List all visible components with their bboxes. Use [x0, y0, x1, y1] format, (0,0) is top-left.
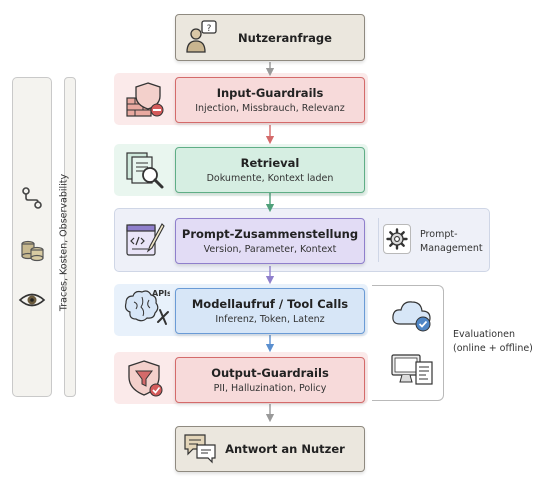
step-prompt-sub: Version, Parameter, Kontext: [203, 243, 337, 255]
evaluations-line2: (online + offline): [453, 343, 533, 354]
brain-api-icon: APIs: [124, 289, 170, 325]
coins-icon: [21, 240, 44, 262]
observability-divider: [64, 77, 76, 397]
observability-label: Traces, Kosten, Observability: [58, 173, 70, 312]
document-search-icon: [126, 152, 164, 189]
step-output-guardrails-title: Output-Guardrails: [211, 365, 329, 380]
step-prompt-title: Prompt-Zusammenstellung: [181, 226, 359, 241]
step-output-guardrails-sub: PII, Halluzination, Policy: [213, 382, 327, 394]
step-request-title: Nutzeranfrage: [238, 30, 332, 45]
prompt-management-line2: Management: [420, 243, 483, 254]
apis-label: APIs: [152, 289, 170, 298]
evaluations-label: Evaluationen (online + offline): [453, 328, 533, 356]
cloud-check-icon: [392, 301, 431, 332]
step-input-guardrails-sub: Injection, Missbrauch, Relevanz: [195, 102, 345, 114]
shield-filter-icon: [128, 360, 163, 397]
step-model-title: Modellaufruf / Tool Calls: [191, 296, 349, 311]
prompt-management-line1: Prompt-: [420, 229, 458, 240]
flow-arrows: [265, 62, 275, 423]
svg-text:?: ?: [207, 24, 212, 34]
step-answer-title: Antwort an Nutzer: [225, 442, 345, 456]
step-retrieval-title: Retrieval: [240, 155, 300, 170]
step-prompt: Prompt-Zusammenstellung Version, Paramet…: [175, 218, 365, 264]
prompt-management-label: Prompt- Management: [420, 228, 483, 256]
chat-bubbles-icon: [184, 434, 216, 464]
evaluations-line1: Evaluationen: [453, 329, 515, 340]
flow-icon: [22, 187, 42, 209]
step-retrieval: Retrieval Dokumente, Kontext laden: [175, 147, 365, 193]
step-input-guardrails: Input-Guardrails Injection, Missbrauch, …: [175, 77, 365, 123]
step-model-sub: Inferenz, Token, Latenz: [215, 313, 325, 325]
prompt-management-divider: [378, 218, 379, 262]
step-input-guardrails-title: Input-Guardrails: [216, 85, 324, 100]
code-pen-icon: [126, 223, 165, 256]
gear-icon: [386, 228, 408, 250]
step-output-guardrails: Output-Guardrails PII, Halluzination, Po…: [175, 357, 365, 403]
eye-icon: [18, 293, 46, 307]
monitor-document-icon: [391, 354, 433, 385]
shield-wall-icon: [126, 82, 164, 117]
person-question-icon: ?: [186, 20, 217, 53]
step-retrieval-sub: Dokumente, Kontext laden: [206, 172, 334, 184]
step-model: Modellaufruf / Tool Calls Inferenz, Toke…: [175, 288, 365, 334]
observability-bar: [12, 77, 52, 397]
